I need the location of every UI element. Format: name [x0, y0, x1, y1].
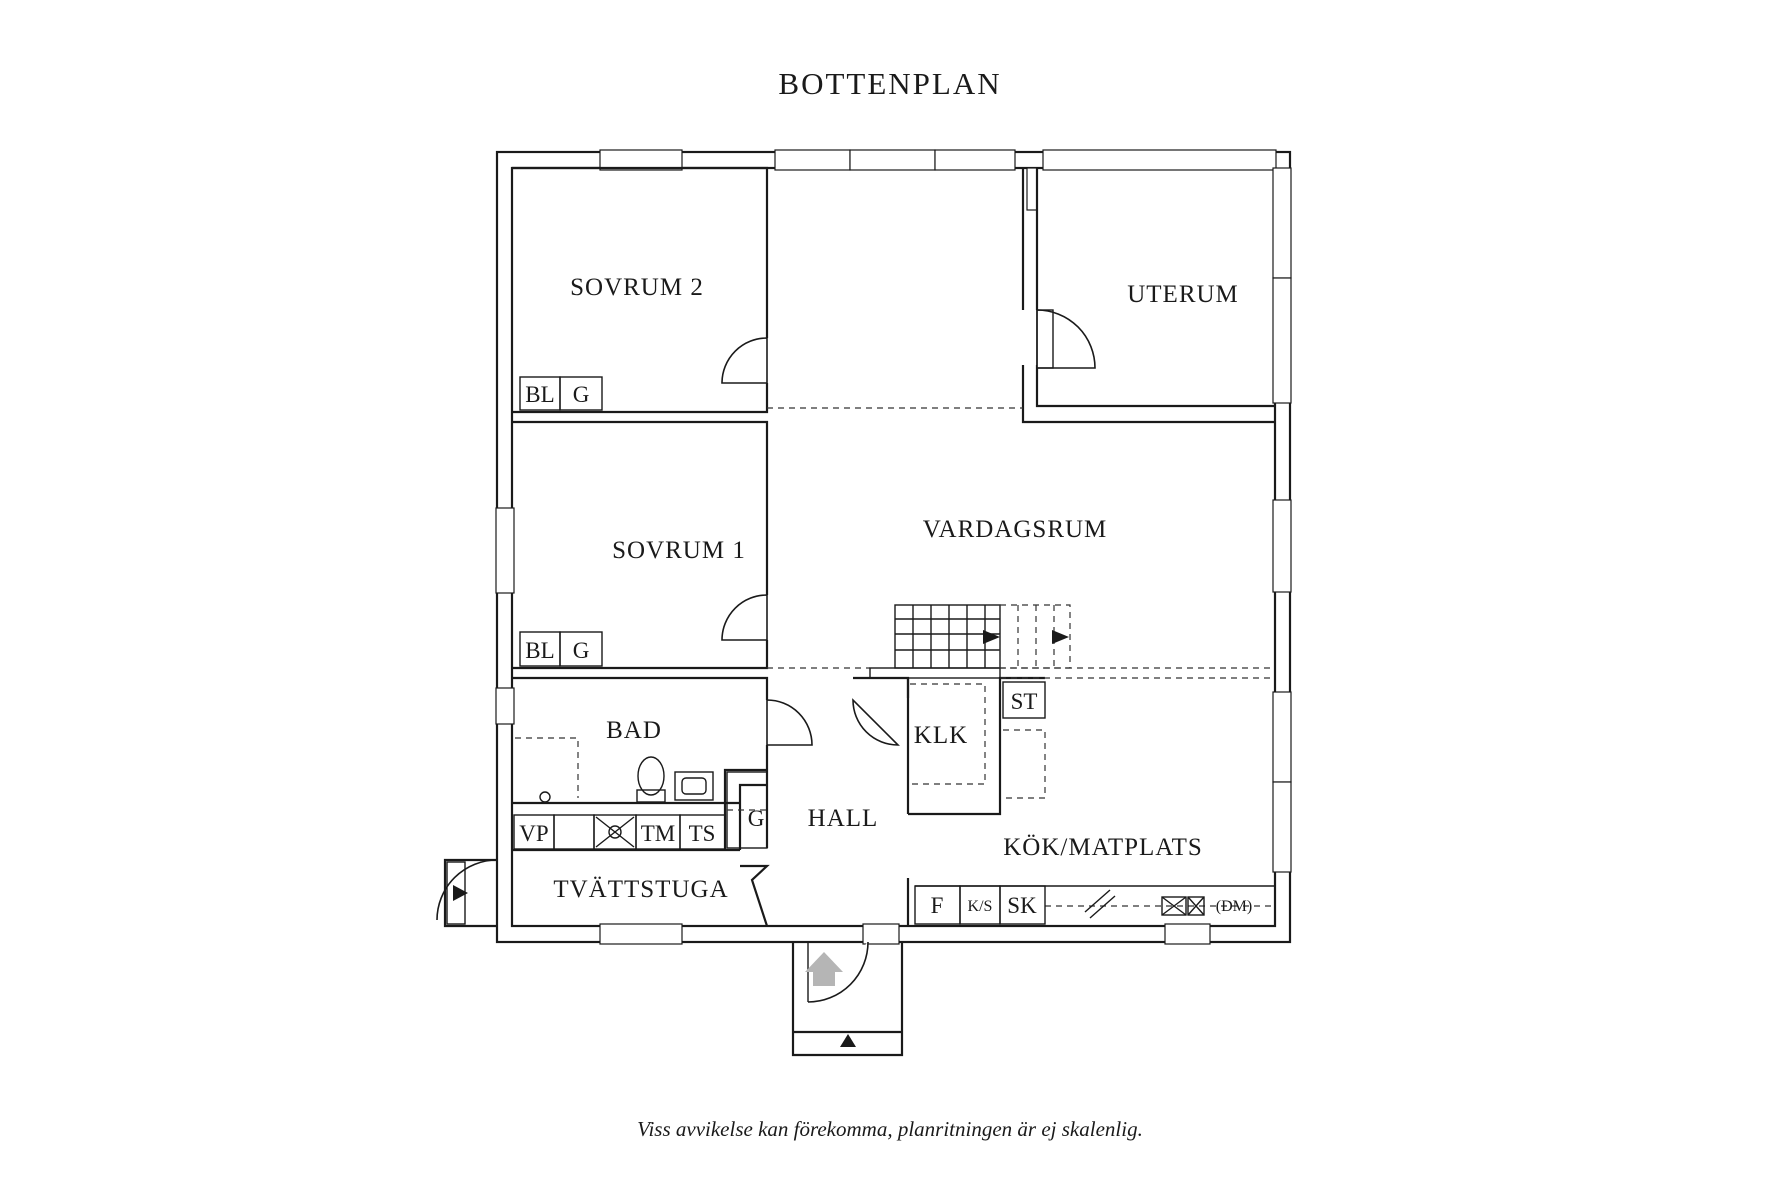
stair-direction-arrow-icon: [983, 630, 1000, 644]
disclaimer-note: Viss avvikelse kan förekomma, planritnin…: [637, 1117, 1143, 1141]
fixture-label-vp: VP: [519, 821, 548, 846]
main-entrance-arrow-icon: [805, 952, 843, 986]
stair-direction-arrow-icon: [1052, 630, 1069, 644]
room-label-vardagsrum: VARDAGSRUM: [923, 516, 1108, 543]
stairs: [869, 604, 1071, 679]
room-label-kok-matplats: KÖK/MATPLATS: [1003, 834, 1203, 861]
fixture-label-g: G: [573, 382, 590, 407]
fixture-label-sk: SK: [1007, 893, 1037, 918]
sink-icon: [1161, 896, 1187, 916]
room-label-tvattstuga: TVÄTTSTUGA: [553, 876, 728, 903]
exterior-walls: [495, 150, 1292, 944]
entrance-arrow-icon: [840, 1034, 856, 1047]
fixture-labels: BL G BL G ST G VP TM TS F K/S SK (DM): [519, 382, 1252, 918]
door-sovrum2: [721, 337, 768, 384]
room-label-sovrum-1: SOVRUM 1: [612, 537, 746, 564]
door-tvattstuga: [436, 859, 498, 921]
toilet-icon: [637, 756, 665, 796]
fixture-label-st: ST: [1011, 689, 1038, 714]
fixture-label-bl: BL: [525, 382, 554, 407]
shower-drain-icon: [539, 791, 551, 803]
fixture-label-dm: (DM): [1216, 898, 1252, 915]
doors: [436, 309, 1096, 1057]
fixture-label-bl: BL: [525, 638, 554, 663]
fixtures: [513, 376, 1275, 925]
fixture-label-ks: K/S: [968, 898, 993, 915]
fixture-label-f: F: [931, 893, 944, 918]
fixture-label-g: G: [573, 638, 590, 663]
plan-title: BOTTENPLAN: [778, 66, 1002, 101]
room-label-uterum: UTERUM: [1127, 281, 1239, 308]
room-label-sovrum-2: SOVRUM 2: [570, 274, 704, 301]
entrance-arrow-icon: [453, 885, 468, 901]
fixture-label-tm: TM: [641, 821, 676, 846]
room-label-klk: KLK: [914, 722, 968, 749]
sink-icon: [674, 771, 714, 801]
windows: [495, 149, 1292, 945]
fixture-label-g: G: [748, 806, 765, 831]
room-label-bad: BAD: [606, 717, 662, 744]
room-label-hall: HALL: [808, 805, 879, 832]
door-bad: [766, 699, 813, 746]
stove-icon: [1084, 889, 1111, 913]
room-labels: SOVRUM 2 SOVRUM 1 UTERUM VARDAGSRUM BAD …: [553, 274, 1239, 903]
door-sovrum1: [721, 594, 768, 641]
door-klk: [852, 698, 900, 746]
fixture-label-ts: TS: [689, 821, 716, 846]
door-uterum: [1036, 309, 1096, 369]
